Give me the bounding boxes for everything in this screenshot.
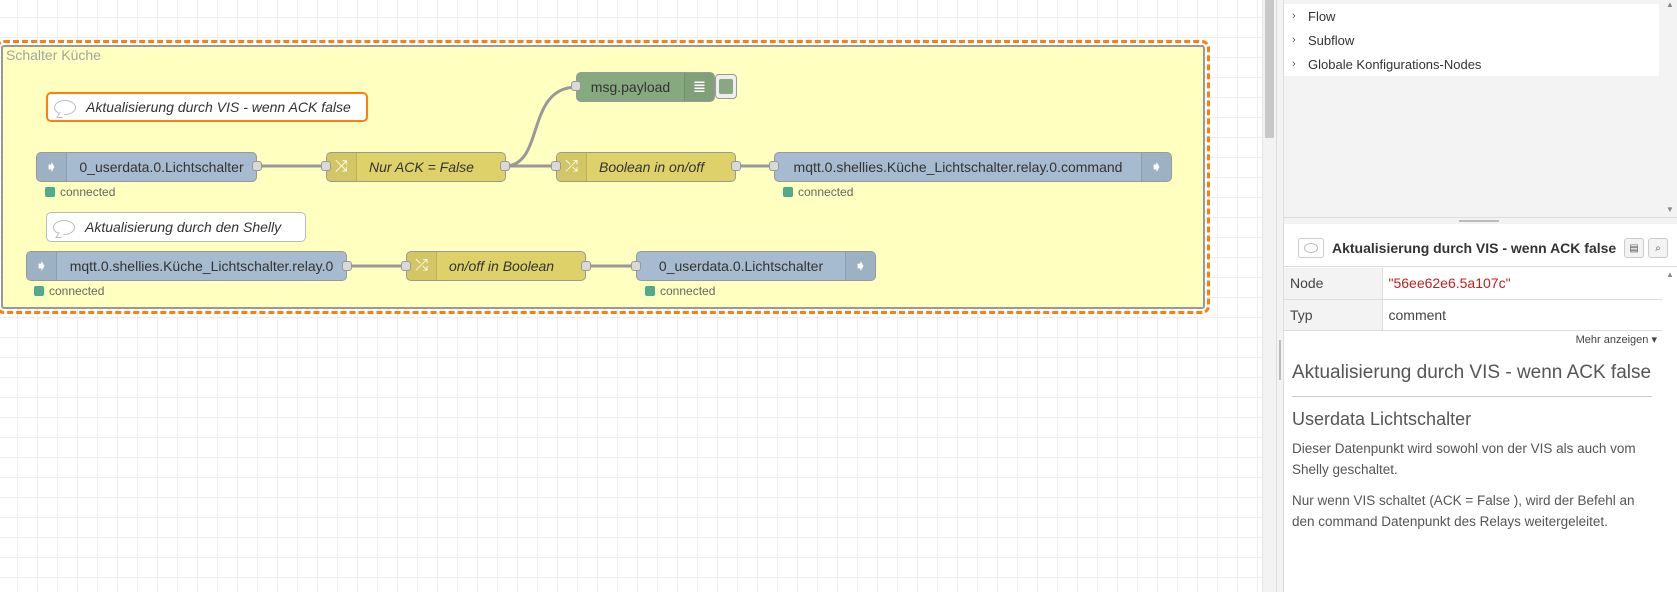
list-icon: ≣ [684,73,714,101]
description-heading-2: Userdata Lichtschalter [1292,409,1472,429]
node-change2-input-port[interactable] [401,261,411,271]
flow-tree-list: › Flow › Subflow › Globale Konfiguration… [1284,4,1659,76]
node-change2-output-port[interactable] [581,261,591,271]
comment-icon [54,99,76,115]
scroll-up-icon[interactable]: ▲ [1666,270,1674,279]
scroll-up-icon[interactable]: ▲ [1666,0,1674,9]
shuffle-icon: ⤮ [407,252,437,280]
status-text: connected [49,284,105,298]
node-switch1-input-port[interactable] [321,161,331,171]
node-out2-status: connected [645,284,715,298]
node-label: on/off in Boolean [449,258,555,274]
shuffle-icon: ⤮ [557,153,587,181]
tree-item-subflow[interactable]: › Subflow [1284,28,1659,52]
status-dot-icon [645,286,655,296]
tree-scrollbar[interactable]: ▲ ▼ [1663,0,1677,218]
book-icon[interactable]: ▤ [1624,238,1644,258]
info-title: Aktualisierung durch VIS - wenn ACK fals… [1332,239,1617,256]
node-label: Nur ACK = False [369,159,474,175]
status-text: connected [798,185,854,199]
tree-item-flow[interactable]: › Flow [1284,4,1659,28]
prop-value: comment [1382,299,1662,331]
status-text: connected [60,185,116,199]
comment-icon [53,219,75,235]
node-label: mqtt.0.shellies.Küche_Lichtschalter.rela… [69,258,334,274]
node-in2-status: connected [34,284,104,298]
tree-item-label: Globale Konfigurations-Nodes [1308,56,1482,72]
prop-value: "56ee62e6.5a107c" [1382,268,1662,300]
node-in2[interactable]: ➧ mqtt.0.shellies.Küche_Lichtschalter.re… [26,251,347,281]
node-label: Boolean in on/off [599,159,705,175]
node-out1-status: connected [783,185,853,199]
description-paragraph-2: Nur wenn VIS schaltet (ACK = False ), wi… [1292,493,1635,529]
flow-tree: › Flow › Subflow › Globale Konfiguration… [1284,0,1677,218]
node-change1-input-port[interactable] [551,161,561,171]
switch-icon: ⤨ [327,153,357,181]
arrow-in-icon: ➧ [37,153,67,181]
node-switch1-output-port[interactable] [500,161,510,171]
node-in2-output-port[interactable] [342,261,352,271]
comment-icon [1298,237,1324,258]
node-out2-input-port[interactable] [631,261,641,271]
comment-label: Aktualisierung durch den Shelly [85,219,282,235]
chevron-right-icon: › [1292,58,1296,70]
node-out1[interactable]: mqtt.0.shellies.Küche_Lichtschalter.rela… [774,152,1172,182]
node-out2[interactable]: 0_userdata.0.Lichtschalter ➧ [636,251,876,281]
info-header: Aktualisierung durch VIS - wenn ACK fals… [1284,229,1677,267]
node-label: mqtt.0.shellies.Küche_Lichtschalter.rela… [793,159,1123,175]
tree-item-label: Flow [1308,8,1336,24]
node-switch1[interactable]: ⤨ Nur ACK = False [326,152,506,182]
node-in1-output-port[interactable] [252,161,262,171]
status-text: connected [660,284,716,298]
canvas-scrollbar-thumb[interactable] [1265,0,1274,138]
comment-label: Aktualisierung durch VIS - wenn ACK fals… [86,99,351,115]
group-label: Schalter Küche [6,47,101,63]
sidebar-resize-handle[interactable] [1276,0,1284,592]
info-description: Aktualisierung durch VIS - wenn ACK fals… [1292,350,1652,542]
tree-item-global-config[interactable]: › Globale Konfigurations-Nodes [1284,52,1659,76]
description-paragraph-1: Dieser Datenpunkt wird sowohl von der VI… [1292,441,1636,477]
sidebar: › Flow › Subflow › Globale Konfiguration… [1284,0,1677,592]
node-change2[interactable]: ⤮ on/off in Boolean [406,251,586,281]
info-properties-table: Node "56ee62e6.5a107c" Typ comment [1284,268,1662,331]
table-row: Typ comment [1284,299,1662,331]
tree-item-label: Subflow [1308,32,1355,48]
node-change1[interactable]: ⤮ Boolean in on/off [556,152,736,182]
arrow-out-icon: ➧ [1141,153,1171,181]
node-debug1-input-port[interactable] [571,81,581,91]
node-in1-status: connected [45,185,115,199]
status-dot-icon [45,187,55,197]
comment-node-vis[interactable]: Aktualisierung durch VIS - wenn ACK fals… [46,92,368,122]
chevron-right-icon: › [1292,10,1296,22]
flow-canvas[interactable]: Schalter Küche Aktualisierung durch VIS … [0,0,1262,592]
prop-key: Typ [1284,299,1383,331]
prop-key: Node [1284,268,1383,300]
arrow-out-icon: ➧ [845,252,875,280]
canvas-scrollbar[interactable] [1262,0,1276,592]
search-icon[interactable]: ⌕ [1648,238,1668,258]
node-debug1[interactable]: msg.payload ≣ [576,72,715,102]
show-more-link[interactable]: Mehr anzeigen ▾ [1575,334,1657,346]
status-dot-icon [783,187,793,197]
node-in1[interactable]: ➧ 0_userdata.0.Lichtschalter [36,152,257,182]
description-heading-1: Aktualisierung durch VIS - wenn ACK fals… [1292,362,1652,397]
node-change1-output-port[interactable] [731,161,741,171]
node-label: 0_userdata.0.Lichtschalter [79,159,244,175]
debug-toggle-button[interactable] [715,74,737,99]
sidebar-split-handle[interactable] [1284,218,1677,224]
comment-node-shelly[interactable]: Aktualisierung durch den Shelly [46,212,306,242]
info-scrollbar[interactable]: ▲ [1663,268,1677,592]
node-label: msg.payload [590,79,671,95]
node-out1-input-port[interactable] [769,161,779,171]
scroll-down-icon[interactable]: ▼ [1666,205,1674,214]
chevron-right-icon: › [1292,34,1296,46]
node-label: 0_userdata.0.Lichtschalter [658,258,824,274]
status-dot-icon [34,286,44,296]
table-row: Node "56ee62e6.5a107c" [1284,268,1662,300]
arrow-in-icon: ➧ [27,252,57,280]
